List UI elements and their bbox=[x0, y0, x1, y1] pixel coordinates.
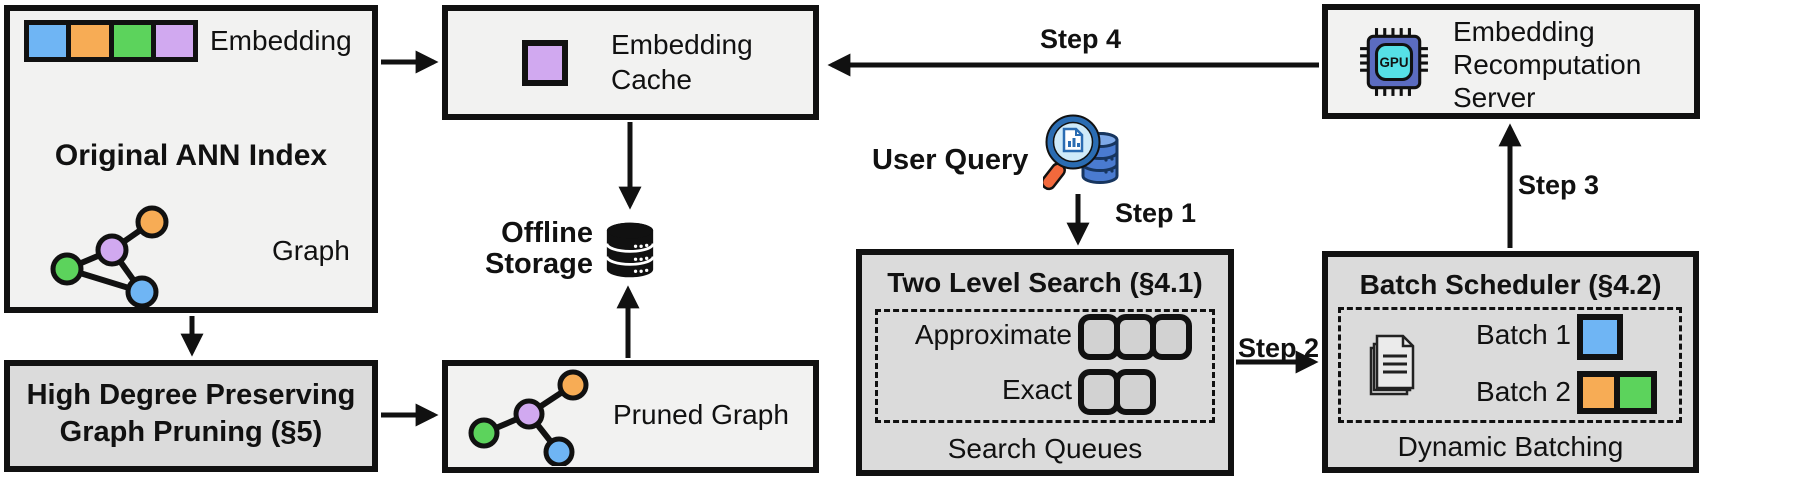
graph-pruning-box: High Degree Preserving Graph Pruning (§5… bbox=[4, 360, 378, 472]
gpu-chip-label: GPU bbox=[1380, 55, 1409, 70]
batch-scheduler-box: Batch Scheduler (§4.2) Batch 1 Batch 2 bbox=[1322, 251, 1699, 473]
batch2-blocks bbox=[1577, 371, 1657, 414]
cached-embedding-icon bbox=[522, 40, 568, 86]
offline-storage-line2: Storage bbox=[485, 248, 593, 280]
server-line2: Recomputation bbox=[1453, 49, 1642, 80]
batch1-block-blue bbox=[1577, 314, 1623, 360]
embedding-cell-green bbox=[113, 25, 151, 57]
dynamic-batching-caption: Dynamic Batching bbox=[1397, 431, 1624, 462]
user-query-icon bbox=[1043, 114, 1119, 191]
approximate-label: Approximate bbox=[914, 319, 1072, 350]
database-icon bbox=[605, 222, 655, 278]
server-line1: Embedding bbox=[1453, 16, 1595, 47]
two-level-search-box: Two Level Search (§4.1) Approximate Exac… bbox=[856, 249, 1234, 476]
embedding-cache-title: Embedding Cache bbox=[611, 27, 753, 97]
offline-storage-label: Offline Storage bbox=[455, 218, 593, 280]
embedding-vector-icon bbox=[24, 20, 198, 62]
queue-slot-icon bbox=[1114, 369, 1156, 415]
approximate-queue-icons bbox=[1078, 314, 1192, 360]
step3-label: Step 3 bbox=[1518, 170, 1600, 200]
user-query-label: User Query bbox=[872, 144, 1029, 176]
batch2-block-green bbox=[1614, 371, 1657, 414]
embedding-label: Embedding bbox=[210, 25, 352, 56]
pruned-graph-icon bbox=[468, 369, 589, 466]
queue-slot-icon bbox=[1150, 314, 1192, 360]
embedding-cell-blue bbox=[29, 25, 67, 57]
search-queues-caption: Search Queues bbox=[947, 433, 1143, 464]
graph-pruning-line1: High Degree Preserving bbox=[26, 379, 356, 411]
exact-queue-icons bbox=[1078, 369, 1156, 415]
step1-label: Step 1 bbox=[1115, 198, 1197, 228]
recomputation-server-title: Embedding Recomputation Server bbox=[1453, 15, 1641, 114]
search-queues-panel: Approximate Exact bbox=[875, 309, 1215, 423]
step4-label: Step 4 bbox=[1040, 24, 1122, 54]
dynamic-batching-panel: Batch 1 Batch 2 bbox=[1338, 307, 1682, 423]
embedding-cache-line1: Embedding bbox=[611, 29, 753, 60]
batch1-label: Batch 1 bbox=[1476, 319, 1571, 350]
recomputation-server-box: GPU Embedding Recomputation Server bbox=[1322, 4, 1700, 119]
gpu-chip-icon: GPU bbox=[1360, 28, 1428, 96]
offline-storage-line1: Offline bbox=[501, 217, 593, 249]
two-level-search-title: Two Level Search (§4.1) bbox=[887, 267, 1203, 298]
documents-icon bbox=[1369, 334, 1415, 396]
graph-pruning-line2: Graph Pruning (§5) bbox=[59, 416, 323, 448]
graph-pruning-title: High Degree Preserving Graph Pruning (§5… bbox=[10, 377, 372, 451]
pruned-graph-label: Pruned Graph bbox=[613, 399, 789, 430]
server-line3: Server bbox=[1453, 82, 1536, 113]
batch2-label: Batch 2 bbox=[1476, 376, 1571, 407]
batch-scheduler-title: Batch Scheduler (§4.2) bbox=[1359, 269, 1662, 300]
original-ann-index-box: Embedding Original ANN Index Graph bbox=[4, 5, 378, 313]
queue-slot-icon bbox=[1114, 314, 1156, 360]
embedding-cache-box: Embedding Cache bbox=[442, 5, 819, 120]
embedding-cache-line2: Cache bbox=[611, 64, 692, 95]
embedding-cell-purple bbox=[155, 25, 193, 57]
graph-icon bbox=[50, 205, 169, 309]
original-ann-index-title: Original ANN Index bbox=[54, 139, 328, 172]
embedding-cell-orange bbox=[71, 25, 109, 57]
pruned-graph-box: Pruned Graph bbox=[442, 360, 819, 473]
graph-label: Graph bbox=[272, 235, 350, 266]
exact-label: Exact bbox=[1001, 374, 1072, 405]
step2-label: Step 2 bbox=[1238, 333, 1320, 363]
